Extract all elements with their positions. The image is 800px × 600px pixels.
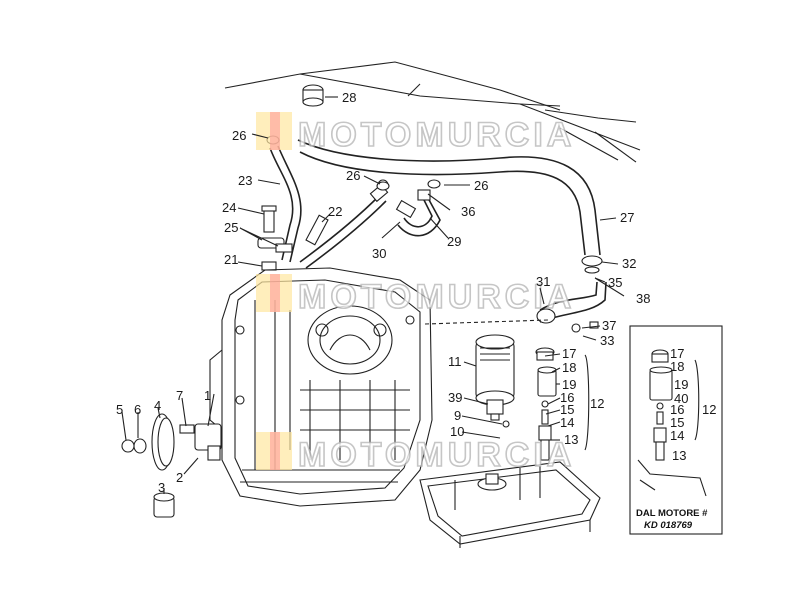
pipe-assembly bbox=[536, 281, 607, 333]
callout-3: 3 bbox=[158, 480, 165, 495]
inset-callout-15: 15 bbox=[670, 415, 684, 430]
watermark-logo-bottom: MOTOMURCIA bbox=[256, 432, 575, 475]
callout-23: 23 bbox=[238, 173, 252, 188]
watermark-text-middle: MOTOMURCIA bbox=[298, 278, 575, 316]
callout-26-b: 26 bbox=[346, 168, 360, 183]
callout-15: 15 bbox=[560, 402, 574, 417]
callout-4: 4 bbox=[154, 398, 161, 413]
callout-11: 11 bbox=[448, 354, 462, 369]
callout-18: 18 bbox=[562, 360, 576, 375]
watermark: MOTOMURCIA MOTOMURCIA MOTOMURCIA bbox=[256, 112, 575, 475]
frame-tube-lines bbox=[224, 61, 641, 163]
callout-35: 35 bbox=[608, 275, 622, 290]
callout-27: 27 bbox=[620, 210, 634, 225]
oil-pump-parts bbox=[121, 413, 222, 518]
callout-36: 36 bbox=[461, 204, 475, 219]
callout-17: 17 bbox=[562, 346, 576, 361]
washers-right bbox=[376, 179, 441, 237]
breather-hose bbox=[297, 139, 603, 274]
inset-callout-40: 40 bbox=[674, 391, 688, 406]
callout-38: 38 bbox=[636, 291, 650, 306]
inset-callout-17: 17 bbox=[670, 346, 684, 361]
oil-sump bbox=[419, 461, 601, 548]
callout-37: 37 bbox=[602, 318, 616, 333]
watermark-logo-top: MOTOMURCIA bbox=[256, 112, 575, 155]
callout-9: 9 bbox=[454, 408, 461, 423]
callout-16: 16 bbox=[560, 390, 574, 405]
callout-5: 5 bbox=[116, 402, 123, 417]
callout-1: 1 bbox=[204, 388, 211, 403]
inset-callout-16: 16 bbox=[670, 402, 684, 417]
callout-labels: 28 26 23 26 26 24 22 36 27 25 29 30 21 3… bbox=[116, 90, 716, 531]
callout-12: 12 bbox=[590, 396, 604, 411]
leader-lines bbox=[121, 96, 625, 494]
callout-28: 28 bbox=[342, 90, 356, 105]
watermark-text-bottom: MOTOMURCIA bbox=[298, 436, 575, 474]
callout-21: 21 bbox=[224, 252, 238, 267]
callout-26-a: 26 bbox=[232, 128, 246, 143]
callout-25: 25 bbox=[224, 220, 238, 235]
callout-14: 14 bbox=[560, 415, 574, 430]
callout-10: 10 bbox=[450, 424, 464, 439]
cap-part bbox=[302, 84, 324, 107]
inset-callout-14: 14 bbox=[670, 428, 684, 443]
callout-6: 6 bbox=[134, 402, 141, 417]
callout-29: 29 bbox=[447, 234, 461, 249]
callout-30: 30 bbox=[372, 246, 386, 261]
callout-22: 22 bbox=[328, 204, 342, 219]
inset-callout-12: 12 bbox=[702, 402, 716, 417]
callout-13: 13 bbox=[564, 432, 578, 447]
callout-7: 7 bbox=[176, 388, 183, 403]
watermark-logo-middle: MOTOMURCIA bbox=[256, 274, 575, 317]
callout-2: 2 bbox=[176, 470, 183, 485]
callout-26-c: 26 bbox=[474, 178, 488, 193]
inset-callout-19: 19 bbox=[674, 377, 688, 392]
callout-31: 31 bbox=[536, 274, 550, 289]
inset-label: DAL MOTORE # bbox=[636, 508, 708, 519]
watermark-text-top: MOTOMURCIA bbox=[298, 116, 575, 154]
callout-39: 39 bbox=[448, 390, 462, 405]
callout-19: 19 bbox=[562, 377, 576, 392]
callout-32: 32 bbox=[622, 256, 636, 271]
oil-filter bbox=[475, 334, 515, 428]
inset-panel bbox=[629, 325, 723, 535]
callout-24: 24 bbox=[222, 200, 236, 215]
valve-assembly bbox=[535, 347, 590, 461]
callout-33: 33 bbox=[600, 333, 614, 348]
inset-callout-13: 13 bbox=[672, 448, 686, 463]
inset-callout-18: 18 bbox=[670, 359, 684, 374]
inset-code: KD 018769 bbox=[644, 520, 693, 531]
